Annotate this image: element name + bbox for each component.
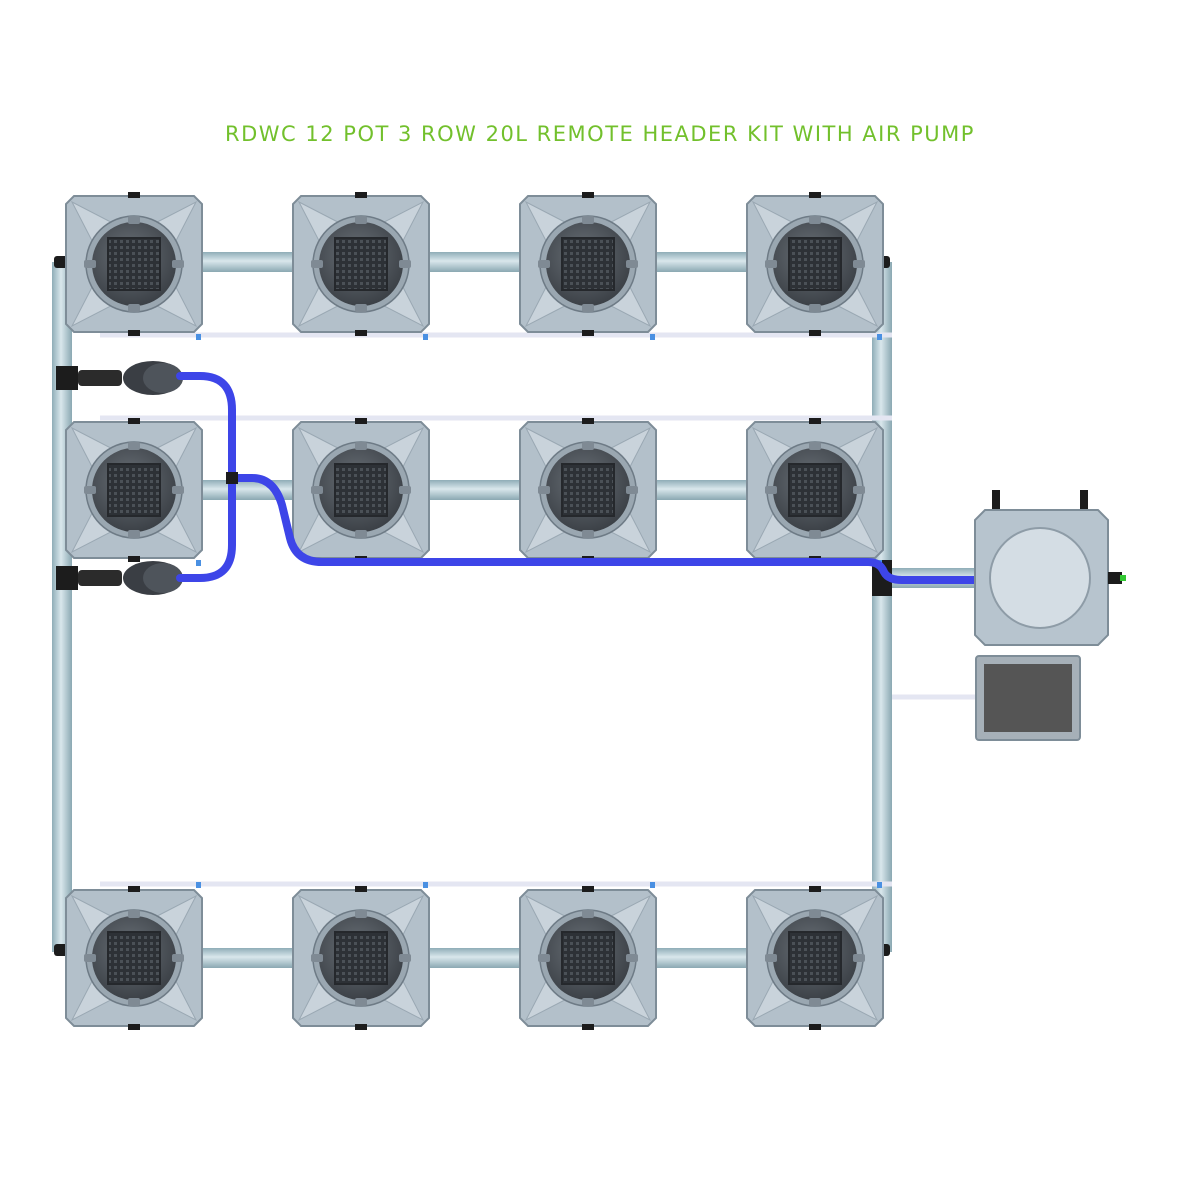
net-pot [561,237,615,291]
water-pump [56,561,183,595]
diagram-title: RDWC 12 POT 3 ROW 20L REMOTE HEADER KIT … [225,122,975,146]
net-pot [107,463,161,517]
grow-pot [65,418,203,566]
grow-pot [292,192,430,340]
row1-link-pipe [190,252,770,272]
right-vertical-pipe [872,262,892,952]
net-pot [107,237,161,291]
grow-pot [746,882,884,1030]
net-pot [788,463,842,517]
net-pot [334,237,388,291]
grow-pot [519,418,657,566]
grow-pot [746,418,884,566]
net-pot [334,931,388,985]
grow-pot [292,882,430,1030]
left-vertical-pipe [52,262,72,952]
pipe-network [52,252,982,968]
water-hose-return [228,474,980,584]
grow-pot [746,192,884,340]
grow-pot [65,882,203,1030]
net-pot [788,237,842,291]
grow-pot [292,418,430,566]
grow-pot [65,192,203,340]
net-pot [107,931,161,985]
grow-pots [65,192,884,1030]
net-pot [561,463,615,517]
water-pumps [56,361,183,595]
net-pot [334,463,388,517]
header-tank [974,490,1126,646]
row3-link-pipe [190,948,770,968]
grow-pot [519,882,657,1030]
hose-junction [226,472,238,484]
header-tank-lid [989,527,1091,629]
net-pot [788,931,842,985]
water-pump [56,361,183,395]
header-tank-outlet [1108,572,1122,584]
net-pot [561,931,615,985]
air-pump [975,655,1081,741]
grow-pot [519,192,657,340]
